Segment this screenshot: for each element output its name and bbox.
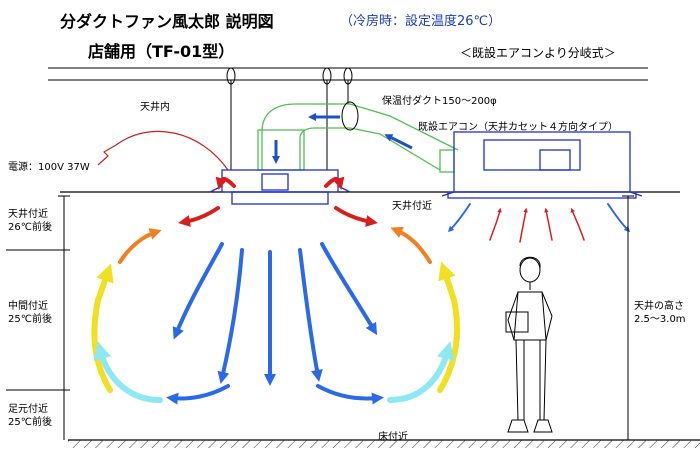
cooling-setting: （冷房時：設定温度26℃）	[340, 14, 502, 29]
side-return-arrow	[437, 261, 461, 393]
zone-floor: 足元付近 25℃前後	[8, 403, 52, 429]
ceiling-height: 天井の高さ 2.5～3.0m	[634, 300, 686, 326]
branch-type-label: ＜既設エアコンより分岐式＞	[460, 46, 616, 60]
floor-return-arrow	[93, 341, 163, 403]
zone-middle-temp: 25℃前後	[8, 314, 52, 325]
duct-flow-arrows	[272, 113, 413, 164]
zone-floor-name: 足元付近	[8, 404, 48, 415]
zone-floor-temp: 25℃前後	[8, 417, 52, 428]
zone-ceiling: 天井付近 26℃前後	[8, 208, 52, 234]
zone-ceiling-temp: 26℃前後	[8, 222, 52, 233]
fan-outlet-arrow	[324, 176, 345, 190]
ceiling-height-label: 天井の高さ	[634, 301, 684, 312]
zone-dimension	[6, 195, 70, 440]
ceiling-flow-arrow	[118, 228, 162, 264]
ceiling-inside-label: 天井内	[140, 102, 170, 113]
person-figure	[505, 256, 553, 433]
down-flow-arrow	[320, 242, 378, 336]
floor-return-arrow	[387, 341, 455, 403]
ceiling-slab	[48, 67, 648, 81]
air-flow-arrows	[91, 176, 631, 405]
down-flow-arrow	[217, 248, 244, 384]
ac-intake-arrow	[489, 207, 502, 241]
duct-label: 保温付ダクト150～200φ	[382, 96, 497, 107]
ac-outlet-arrow	[447, 203, 471, 233]
power-cable	[97, 130, 229, 171]
power-label: 電源：100V 37W	[8, 162, 90, 173]
page-title: 分ダクトファン風太郎 説明図	[60, 12, 274, 31]
near-floor-label: 床付近	[378, 432, 408, 443]
floor-flow-arrow	[166, 384, 230, 405]
zone-middle: 中間付近 25℃前後	[8, 300, 52, 326]
existing-ac-label: 既設エアコン（天井カセット４方向タイプ）	[418, 122, 618, 133]
down-flow-arrow	[172, 242, 224, 340]
ac-intake-arrow	[519, 207, 528, 243]
ceiling-height-range: 2.5～3.0m	[634, 314, 686, 325]
near-ceiling-right-label: 天井付近	[392, 201, 432, 212]
ac-outlet-arrow	[607, 203, 631, 233]
fan-outlet-arrow	[215, 176, 236, 190]
zone-ceiling-name: 天井付近	[8, 209, 48, 220]
height-dimension	[622, 195, 634, 441]
existing-ac-unit	[441, 131, 643, 199]
ceiling-flow-arrow	[390, 226, 432, 264]
down-flow-arrow	[298, 248, 323, 382]
zone-middle-name: 中間付近	[8, 301, 48, 312]
ac-intake-arrow	[544, 207, 553, 241]
floor	[68, 439, 700, 448]
hanging-rods	[226, 67, 353, 170]
side-return-arrow	[91, 263, 114, 393]
ceiling-flow-arrow	[334, 206, 378, 227]
duct-fan-unit	[209, 169, 351, 205]
floor-flow-arrow	[316, 384, 384, 405]
ceiling-flow-arrow	[178, 206, 220, 227]
store-model-title: 店舗用（TF-01型）	[88, 42, 235, 61]
ac-intake-arrow	[570, 207, 585, 241]
insulated-duct	[257, 101, 459, 173]
